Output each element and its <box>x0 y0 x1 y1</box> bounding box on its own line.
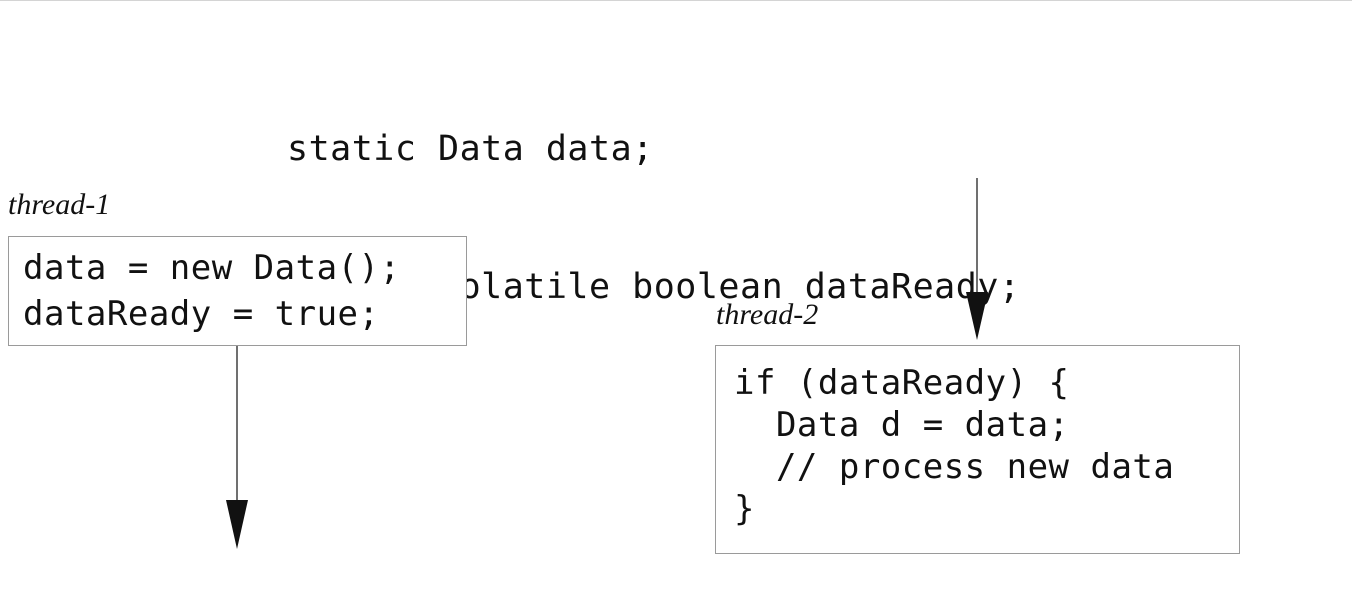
thread-1-down-arrow <box>226 346 248 549</box>
code-line: // process new data <box>734 447 1175 487</box>
declaration-line: static Data data; <box>287 129 654 169</box>
thread-1-code-box: data = new Data(); dataReady = true; <box>8 236 467 346</box>
thread-2-label: thread-2 <box>716 298 819 331</box>
code-line: } <box>734 489 755 529</box>
thread-2-code-box: if (dataReady) { Data d = data; // proce… <box>715 345 1240 554</box>
thread-1-arrow-head <box>226 500 248 549</box>
top-divider <box>0 0 1352 1</box>
code-line: if (dataReady) { <box>734 363 1070 403</box>
code-line: data = new Data(); <box>23 248 401 288</box>
code-line: Data d = data; <box>734 405 1070 445</box>
code-line: dataReady = true; <box>23 294 380 334</box>
thread-1-label: thread-1 <box>8 188 111 221</box>
